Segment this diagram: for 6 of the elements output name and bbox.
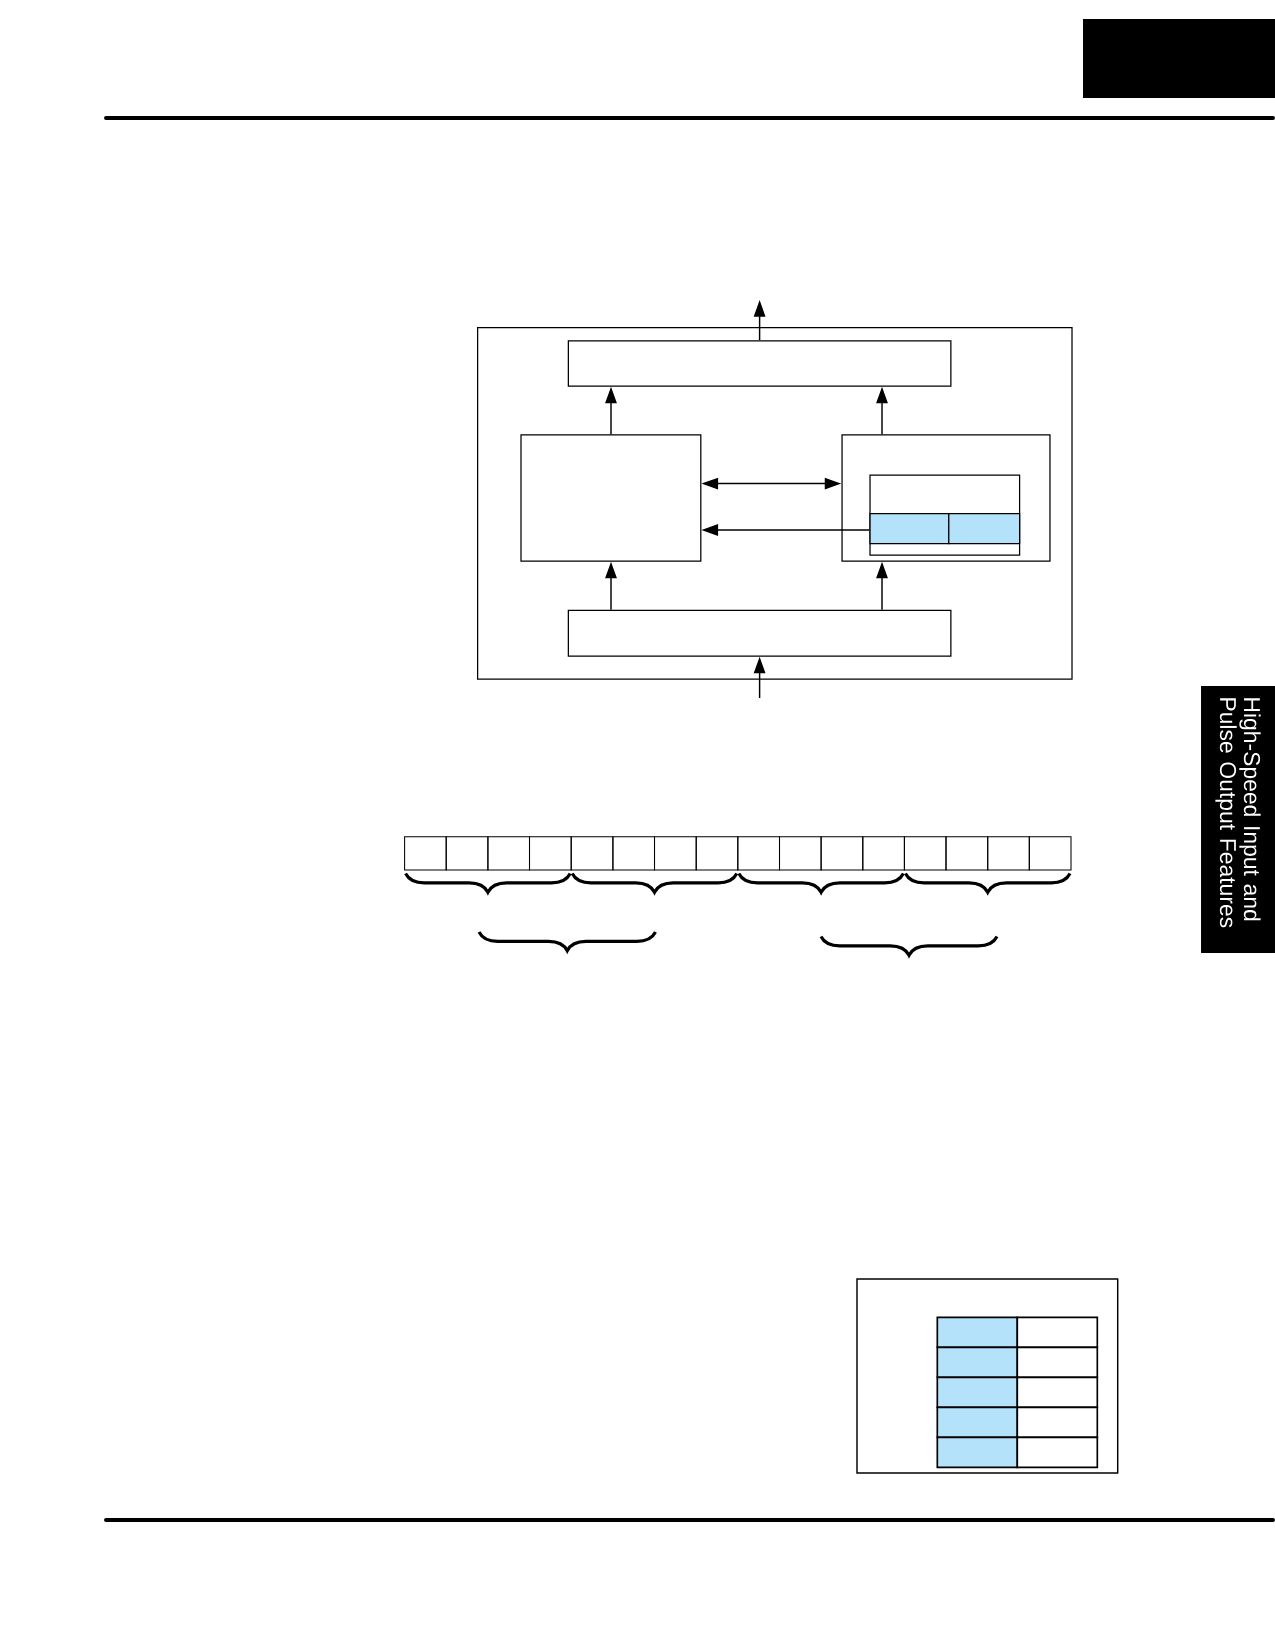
register-cell <box>948 513 1021 545</box>
bar-box <box>567 340 952 387</box>
bar-box <box>567 609 952 657</box>
register-cell <box>869 513 950 545</box>
block-box <box>520 434 702 562</box>
side-tab: High-Speed Input and Pulse Output Features <box>1201 685 1275 954</box>
